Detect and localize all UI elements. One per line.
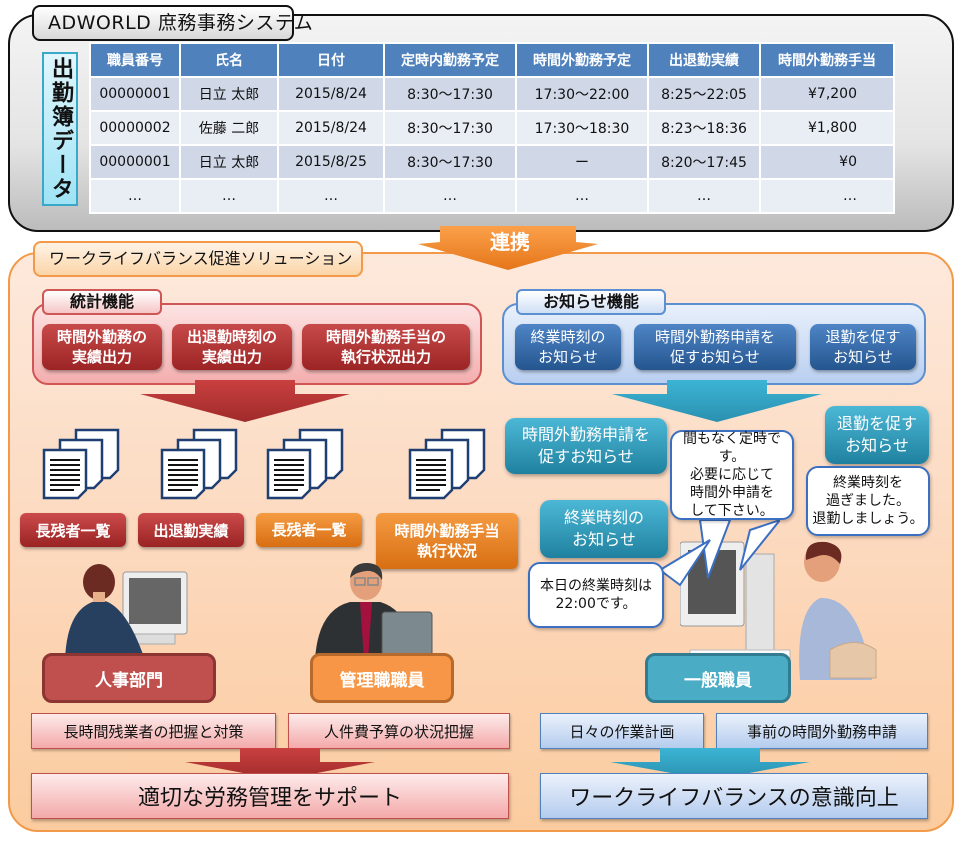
col-header-date: 日付 xyxy=(279,44,383,76)
table-row: 00000001 日立 太郎 2015/8/25 8:30〜17:30 ー 8:… xyxy=(91,146,893,178)
cell-name: 日立 太郎 xyxy=(181,78,277,110)
end-time-notice-button[interactable]: 終業時刻のお知らせ xyxy=(515,324,621,370)
document-stack-icon xyxy=(408,428,486,500)
task-advance-overtime-request: 事前の時間外勤務申請 xyxy=(716,713,928,749)
overtime-request-notice-button[interactable]: 時間外勤務申請を促すお知らせ xyxy=(634,324,796,370)
notification-title: お知らせ機能 xyxy=(516,289,666,315)
overtime-request-popup: 時間外勤務申請を促すお知らせ xyxy=(505,418,667,474)
link-arrow-icon xyxy=(418,226,598,270)
teal-down-arrow-icon xyxy=(610,748,810,780)
system-title: ADWORLD 庶務事務システム xyxy=(32,5,313,41)
cell-date: 2015/8/24 xyxy=(279,112,383,144)
cell-record: 8:20〜17:45 xyxy=(649,146,759,178)
table-row: 00000002 佐藤 二郎 2015/8/24 8:30〜17:30 17:3… xyxy=(91,112,893,144)
red-down-arrow-icon xyxy=(140,380,350,422)
col-header-employee-id: 職員番号 xyxy=(91,44,179,76)
cell-employee-id: 00000001 xyxy=(91,146,179,178)
cell-regular: 8:30〜17:30 xyxy=(385,146,515,178)
cell-name: 日立 太郎 xyxy=(181,146,277,178)
leave-reminder-notice-button[interactable]: 退勤を促すお知らせ xyxy=(810,324,916,370)
attendance-data-label: 出勤簿データ xyxy=(42,52,78,206)
leave-reminder-popup: 退勤を促すお知らせ xyxy=(825,406,929,464)
cell-ellipsis: … xyxy=(181,180,277,212)
role-manager: 管理職職員 xyxy=(310,653,454,703)
overtime-record-output-button[interactable]: 時間外勤務の実績出力 xyxy=(42,324,162,370)
cell-ellipsis: … xyxy=(385,180,515,212)
role-hr-department: 人事部門 xyxy=(42,653,216,703)
link-label: 連携 xyxy=(490,230,530,254)
cell-date: 2015/8/24 xyxy=(279,78,383,110)
statistics-title: 統計機能 xyxy=(42,289,162,315)
attendance-time-output-button[interactable]: 出退勤時刻の実績出力 xyxy=(172,324,292,370)
cell-record: 8:25〜22:05 xyxy=(649,78,759,110)
table-row: 00000001 日立 太郎 2015/8/24 8:30〜17:30 17:3… xyxy=(91,78,893,110)
teal-down-arrow-icon xyxy=(612,380,822,422)
cell-regular: 8:30〜17:30 xyxy=(385,78,515,110)
outcome-labor-management-support: 適切な労務管理をサポート xyxy=(31,773,509,819)
end-time-popup: 終業時刻のお知らせ xyxy=(540,500,668,558)
cell-overtime: 17:30〜18:30 xyxy=(517,112,647,144)
speech-bubble-end-time: 本日の終業時刻は 22:00です。 xyxy=(528,562,664,628)
report-long-overtime-list[interactable]: 長残者一覧 xyxy=(20,513,126,547)
table-row: … … … … … … … xyxy=(91,180,893,212)
cell-allowance: ¥7,200 xyxy=(761,78,893,110)
task-labor-cost-tracking: 人件費予算の状況把握 xyxy=(288,713,510,749)
document-stack-icon xyxy=(160,428,238,500)
attendance-table: 職員番号 氏名 日付 定時内勤務予定 時間外勤務予定 出退勤実績 時間外勤務手当… xyxy=(89,42,895,214)
solution-title: ワークライフバランス促進ソリューション xyxy=(33,241,363,277)
allowance-status-output-button[interactable]: 時間外勤務手当の執行状況出力 xyxy=(302,324,470,370)
cell-allowance: ¥1,800 xyxy=(761,112,893,144)
task-long-overtime-management: 長時間残業者の把握と対策 xyxy=(31,713,276,749)
cell-date: 2015/8/25 xyxy=(279,146,383,178)
report-attendance-record[interactable]: 出退勤実績 xyxy=(138,513,244,547)
document-stack-icon xyxy=(266,428,344,500)
hr-staff-at-computer-icon xyxy=(65,564,188,660)
report-long-overtime-list-manager[interactable]: 長残者一覧 xyxy=(256,513,362,547)
cell-allowance: ¥0 xyxy=(761,146,893,178)
cell-record: 8:23〜18:36 xyxy=(649,112,759,144)
red-down-arrow-icon xyxy=(185,748,375,780)
cell-name: 佐藤 二郎 xyxy=(181,112,277,144)
speech-bubble-leave-reminder: 終業時刻を 過ぎました。 退勤しましょう。 xyxy=(806,466,930,536)
cell-overtime: 17:30〜22:00 xyxy=(517,78,647,110)
col-header-overtime-schedule: 時間外勤務予定 xyxy=(517,44,647,76)
col-header-regular-schedule: 定時内勤務予定 xyxy=(385,44,515,76)
cell-ellipsis: … xyxy=(91,180,179,212)
col-header-name: 氏名 xyxy=(181,44,277,76)
col-header-overtime-allowance: 時間外勤務手当 xyxy=(761,44,893,76)
role-general-staff: 一般職員 xyxy=(645,653,791,703)
cell-employee-id: 00000001 xyxy=(91,78,179,110)
cell-employee-id: 00000002 xyxy=(91,112,179,144)
outcome-work-life-balance-awareness: ワークライフバランスの意識向上 xyxy=(540,773,928,819)
cell-ellipsis: … xyxy=(761,180,893,212)
task-daily-work-plan: 日々の作業計画 xyxy=(540,713,704,749)
manager-with-clipboard-icon xyxy=(315,562,433,660)
col-header-attendance-record: 出退勤実績 xyxy=(649,44,759,76)
document-stack-icon xyxy=(42,428,120,500)
cell-regular: 8:30〜17:30 xyxy=(385,112,515,144)
cell-ellipsis: … xyxy=(649,180,759,212)
cell-ellipsis: … xyxy=(279,180,383,212)
bubble-tails-icon xyxy=(658,518,780,587)
report-allowance-status[interactable]: 時間外勤務手当執行状況 xyxy=(376,513,518,569)
cell-overtime: ー xyxy=(517,146,647,178)
speech-bubble-overtime-request: 間もなく定時です。 必要に応じて 時間外申請を して下さい。 xyxy=(670,430,794,520)
cell-ellipsis: … xyxy=(517,180,647,212)
table-header-row: 職員番号 氏名 日付 定時内勤務予定 時間外勤務予定 出退勤実績 時間外勤務手当 xyxy=(91,44,893,76)
